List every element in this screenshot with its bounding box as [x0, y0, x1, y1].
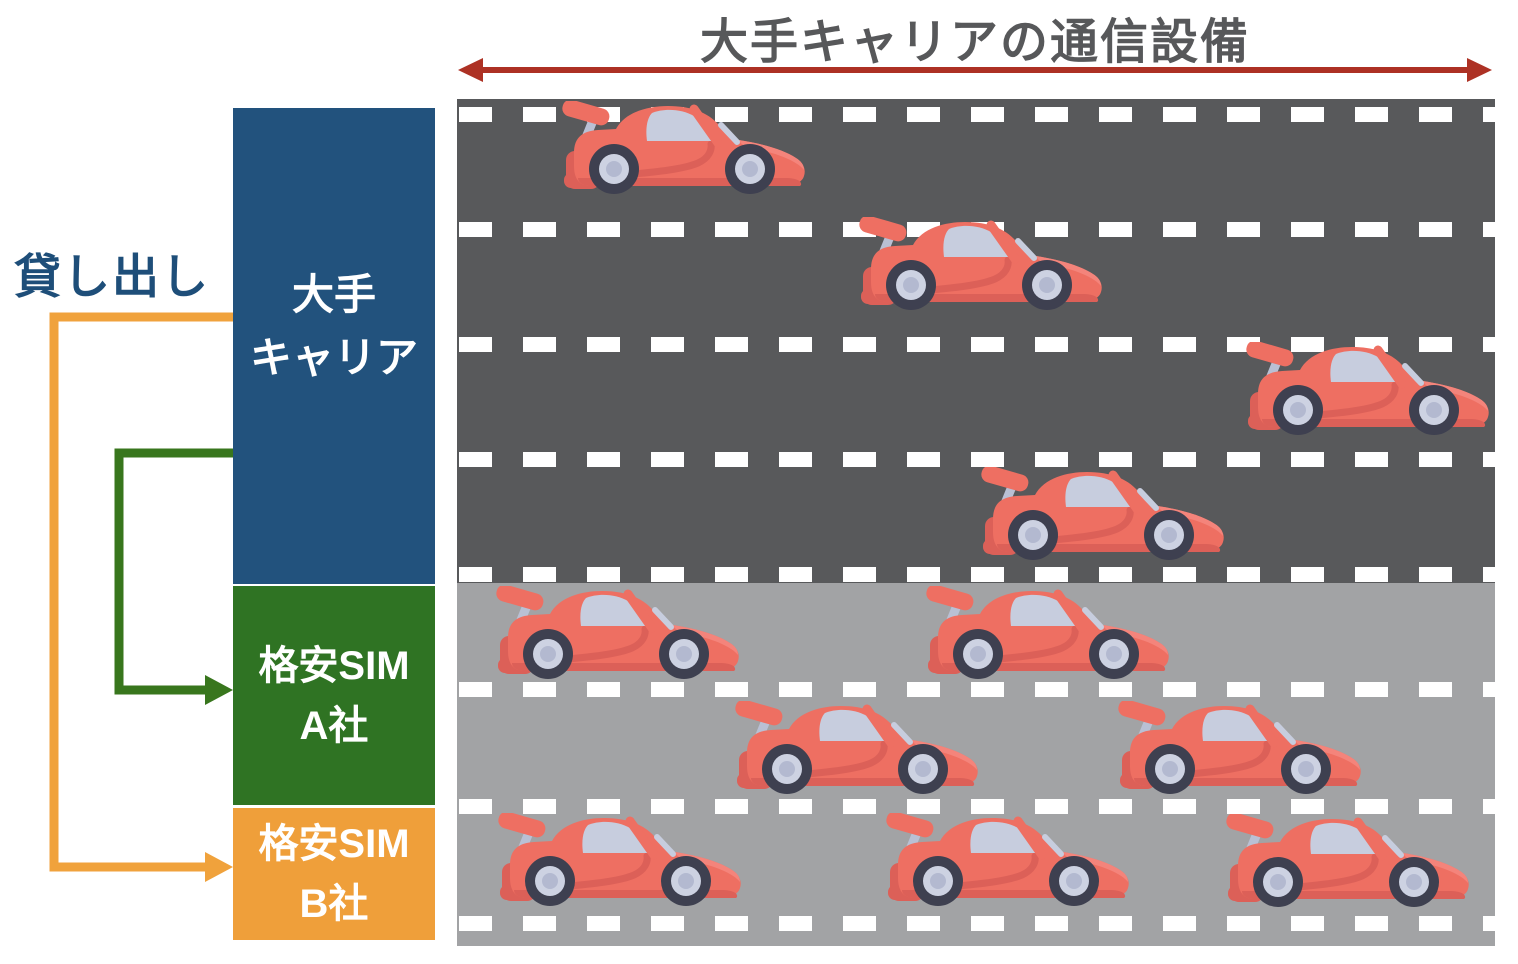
red-sports-car-icon-carrier-zone: [977, 467, 1227, 564]
lend-arrow-to-sim-b: [49, 312, 233, 872]
red-sports-car-icon-mvno-zone: [492, 586, 742, 683]
sim-a-box: 格安SIM A社: [233, 586, 435, 805]
red-sports-car-icon-mvno-zone: [1222, 814, 1472, 911]
lane-dash-row: [459, 799, 1495, 814]
red-sports-car-icon-carrier-zone: [855, 217, 1105, 314]
arrowhead-right-icon: [1467, 58, 1492, 82]
carrier-box-label-line1: 大手: [291, 271, 376, 318]
diagram-title: 大手キャリアの通信設備: [699, 16, 1250, 69]
lending-arrows: [49, 312, 233, 882]
road: [457, 99, 1495, 946]
sim-a-box-label-line2: A社: [299, 703, 369, 748]
carrier-box-label-line2: キャリア: [249, 334, 418, 381]
red-sports-car-icon-mvno-zone: [922, 586, 1172, 683]
sim-b-box-label-line1: 格安SIM: [258, 822, 410, 866]
carrier-box: 大手 キャリア: [233, 108, 435, 584]
lane-dash-row: [459, 452, 1495, 467]
red-sports-car-icon-carrier-zone: [1242, 342, 1492, 439]
lane-dash-row: [459, 337, 1495, 352]
lend-arrow-to-sim-a: [114, 448, 233, 695]
red-sports-car-icon-mvno-zone: [882, 813, 1132, 910]
sim-b-box-label-line2: B社: [299, 882, 369, 926]
sim-b-box: 格安SIM B社: [233, 808, 435, 940]
lane-dash-row: [459, 567, 1495, 582]
arrowhead-sim-a-icon: [205, 675, 233, 705]
red-sports-car-icon-mvno-zone: [731, 701, 981, 798]
sim-a-box-label-line1: 格安SIM: [258, 643, 410, 688]
arrowhead-sim-b-icon: [205, 852, 233, 882]
lane-dash-row: [459, 916, 1495, 931]
arrowhead-left-icon: [458, 58, 483, 82]
carrier-equipment-span-arrow: [458, 58, 1492, 82]
red-sports-car-icon-carrier-zone: [558, 101, 808, 198]
lend-label: 貸し出し: [14, 250, 210, 303]
red-sports-car-icon-mvno-zone: [1114, 701, 1364, 798]
lane-dash-row: [459, 682, 1495, 697]
lane-dash-row: [459, 107, 1495, 122]
red-sports-car-icon-mvno-zone: [494, 813, 744, 910]
